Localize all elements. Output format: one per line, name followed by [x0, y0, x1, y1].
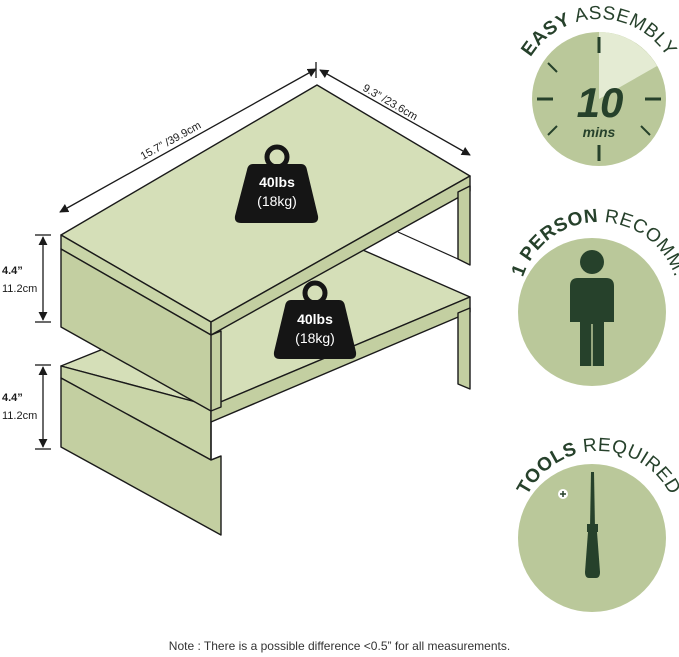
stopwatch-icon: [537, 37, 661, 161]
one-person-badge: 1 PERSON RECOMM.: [508, 206, 679, 386]
lower-shelf-left-leg: [60, 377, 222, 536]
lower-weight-icon: 40lbs (18kg): [273, 280, 357, 359]
width-label: 15.7” /39.9cm: [139, 120, 204, 163]
upper-capacity-lbs: 40lbs: [259, 174, 295, 190]
upper-height-dimension: 4.4” 11.2cm: [2, 234, 51, 323]
easy-assembly-badge: 10 mins EASY ASSEMBLY: [517, 3, 679, 166]
upper-height-inches: 4.4”: [2, 265, 23, 277]
upper-capacity-kg: (18kg): [257, 193, 297, 209]
lower-capacity-kg: (18kg): [295, 330, 335, 346]
screwdriver-icon: [558, 472, 600, 578]
measurement-note: Note : There is a possible difference <0…: [168, 639, 511, 653]
person-icon: [570, 250, 614, 366]
lower-height-inches: 4.4”: [2, 392, 23, 404]
lower-shelf-right-leg: [457, 307, 471, 390]
lower-capacity-lbs: 40lbs: [297, 311, 333, 327]
clock-elapsed-wedge: [599, 32, 657, 99]
assembly-minutes-number: 10: [577, 79, 624, 126]
lower-height-cm: 11.2cm: [2, 410, 37, 422]
tools-required-badge: TOOLS REQUIRED: [513, 435, 679, 612]
assembly-minutes-unit: mins: [583, 124, 616, 140]
upper-height-cm: 11.2cm: [2, 283, 37, 295]
lower-height-dimension: 4.4” 11.2cm: [2, 364, 51, 450]
upper-shelf-right-leg: [457, 185, 471, 266]
